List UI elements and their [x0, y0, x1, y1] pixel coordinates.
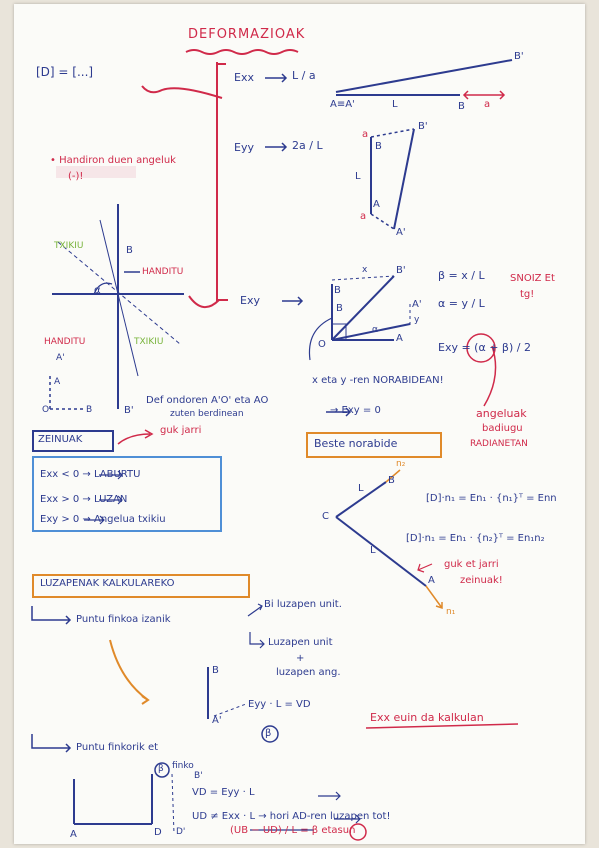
quadrant-label: α [94, 285, 101, 296]
shear-label: A' [412, 299, 422, 310]
diagram-label: B' [514, 51, 524, 62]
matrix-label: [D] = [...] [36, 65, 94, 79]
diagram-label: a [360, 211, 367, 222]
diagram-label: A [373, 199, 380, 210]
diagram-label: a [484, 99, 491, 110]
luzapenak-title: LUZAPENAK KALKULAREKO [40, 578, 175, 589]
zeinuak-title-box [32, 430, 114, 452]
zeinuak-box [32, 456, 222, 532]
formula-exy: Exy = (α + β) / 2 [438, 341, 531, 354]
beste-label: n₂ [396, 459, 406, 469]
bottom-label: finko [172, 761, 194, 771]
beste-label: C [322, 511, 329, 522]
bottom-vd: VD = Eyy · L [192, 787, 255, 798]
bottom-label: β [158, 764, 164, 774]
luz-ang: luzapen ang. [276, 667, 341, 678]
bottom-label: A [70, 829, 77, 840]
angeluak-note: angeluak [476, 407, 527, 420]
shear-label: O [318, 339, 326, 350]
beste-note2: zeinuak! [460, 575, 503, 586]
quadrant-label: B [86, 405, 93, 415]
zeinuak-row: Exy > 0 → Angelua txikiu [40, 514, 166, 525]
diagram-label: a [362, 129, 369, 140]
luz-label: A' [212, 715, 222, 726]
diagram-label: B [375, 141, 382, 152]
shear-label: B [334, 285, 341, 296]
formula-alpha: α = y / L [438, 297, 485, 310]
exx-ratio: L / a [292, 69, 316, 82]
angeluak-note: RADIANETAN [470, 439, 528, 449]
matrix-connector [141, 85, 223, 99]
zeinuak-title: ZEINUAK [38, 434, 83, 445]
shear-label: A [396, 333, 403, 344]
quadrant-label: HANDITU [44, 337, 86, 347]
eyy-ratio: 2a / L [292, 139, 323, 152]
shear-label: x [362, 265, 368, 275]
shear-label: B' [396, 265, 406, 276]
zeinuak-row: Exx < 0 → LABURTU [40, 469, 141, 480]
beste-label: L [370, 545, 376, 556]
luz-eq: Eyy · L = VD [248, 699, 311, 710]
bottom-last: (UB − UD) / L = β etasun [230, 825, 356, 836]
beste-title: Beste norabide [314, 437, 398, 450]
shear-label: B [336, 303, 343, 314]
quadrant-label: B' [124, 405, 134, 416]
bottom-label: D [154, 827, 162, 838]
quadrant-label: A' [56, 353, 65, 363]
beste-title-box [306, 432, 442, 458]
bottom-ud: UD ≠ Exx · L → hori AD-ren luzapen tot! [192, 811, 391, 822]
beste-eq2: [D]·n₁ = En₁ · {n₂}ᵀ = En₁n₂ [406, 533, 545, 544]
note-handiren: • Handiron duen angeluk [50, 155, 176, 166]
diagram-label: A' [396, 227, 406, 238]
diagram-label: L [355, 171, 361, 182]
punto-fijo: Puntu finkoa izanik [76, 614, 171, 625]
formula-beta: β = x / L [438, 269, 485, 282]
page-title: DEFORMAZIOAK [188, 27, 306, 42]
note-minus: (-)! [68, 171, 84, 182]
title-underline [185, 49, 299, 55]
luz-beta: β [265, 728, 272, 739]
note-snoiz: SNOIZ Et [510, 273, 555, 284]
beste-eq1: [D]·n₁ = En₁ · {n₁}ᵀ = Enn [426, 493, 557, 504]
note-tg: tg! [520, 289, 535, 300]
eyy-label: Eyy [234, 141, 254, 154]
sketch-lines [31, 49, 519, 841]
bottom-label: D' [176, 827, 186, 837]
notebook-page: DEFORMAZIOAK [D] = [...] Exx L / a Eyy 2… [14, 4, 585, 844]
exx-note: Exx euin da kalkulan [370, 711, 484, 724]
quadrant-label: O [42, 405, 50, 415]
quadrant-label: HANDITU [142, 267, 184, 277]
luz-plus: + [296, 653, 305, 664]
diagram-label: L [392, 99, 398, 110]
zeinuak-note: guk jarri [160, 425, 202, 436]
no-fijo: Puntu finkorik et [76, 742, 159, 753]
def-note-1: Def ondoren A'O' eta AO [146, 395, 269, 406]
exx-label: Exx [234, 71, 254, 84]
diagram-label: B [458, 101, 465, 112]
diagram-label: B' [418, 121, 428, 132]
beste-label: L [358, 483, 364, 494]
note-noraibide: x eta y -ren NORABIDEAN! [312, 375, 444, 386]
luz-label: B [212, 665, 219, 676]
diagram-label: A≡A' [330, 99, 355, 110]
angeluak-note: badiugu [482, 423, 523, 434]
beste-note1: guk et jarri [444, 559, 499, 570]
beste-label: n₁ [446, 607, 456, 617]
beste-label: A [428, 575, 435, 586]
def-note-2: zuten berdinean [170, 409, 244, 419]
def-result: → Exy = 0 [330, 405, 381, 416]
quadrant-label: TXIKIU [134, 337, 164, 347]
luzapenak-title-box [32, 574, 250, 598]
shear-label: y [414, 315, 420, 325]
shear-label: α [372, 325, 378, 335]
exy-label: Exy [240, 294, 260, 307]
zeinuak-row: Exx > 0 → LUZAN [40, 494, 128, 505]
bi-luzapen: Bi luzapen unit. [264, 599, 342, 610]
luz-unit: Luzapen unit [268, 637, 333, 648]
quadrant-label: TXIKIU [54, 241, 84, 251]
bottom-label: B' [194, 771, 203, 781]
quadrant-label: A [54, 377, 61, 387]
beste-label: B [388, 475, 395, 486]
quadrant-label: B [126, 245, 133, 256]
